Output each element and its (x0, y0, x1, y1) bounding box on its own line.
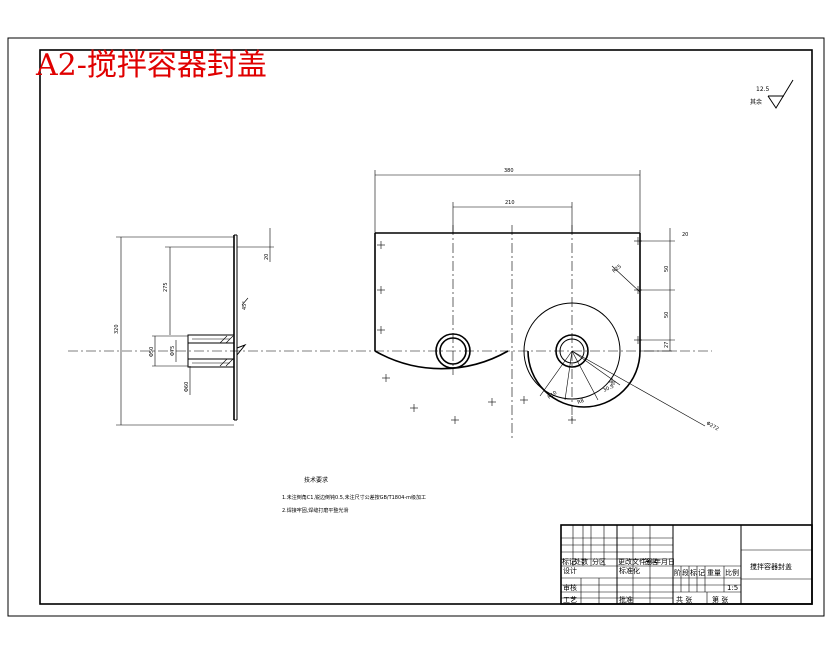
dim-big-dia: Φ272 (705, 421, 720, 433)
dim-left-top: 20 (264, 254, 270, 260)
roughness-symbol: 12.5 其余 (750, 79, 794, 109)
dim-arc-d: R25 (611, 264, 622, 275)
right-plan-view: 380 210 20 50 50 27 Φ272 R10 R8 30.5° R2… (374, 168, 720, 438)
tb-sheet-no: 第 张 (712, 595, 728, 604)
tb-stage-2: 标 (690, 568, 697, 577)
dim-right-b: 50 (664, 312, 670, 318)
left-section-view: 320 275 20 Φ50 Φ75 Φ60 45° (114, 228, 274, 426)
technical-notes: 技术要求 1.未注倒角C1,锐边倒钝0.5,未注尺寸公差按GB/T1804-m级… (282, 476, 426, 514)
notes-line-1: 1.未注倒角C1,锐边倒钝0.5,未注尺寸公差按GB/T1804-m级加工 (282, 494, 426, 501)
tb-stage-1: 段 (682, 568, 689, 577)
dim-arc-a: R10 (547, 390, 559, 401)
tb-material: 标准化 (619, 566, 640, 575)
tb-hdr-0: 标记 (562, 557, 576, 566)
sheet-title: A2-搅拌容器封盖 (35, 48, 267, 83)
tb-part-name: 搅拌容器封盖 (750, 562, 792, 571)
tb-process: 工艺 (563, 596, 577, 604)
dim-right-top: 20 (682, 232, 688, 238)
roughness-value: 12.5 (756, 86, 770, 93)
tb-stage-0: 阶 (674, 568, 681, 577)
dim-left-bore: Φ50 (149, 347, 155, 357)
tb-designer: 设计 (563, 566, 577, 575)
dim-left-thread: Φ60 (184, 382, 190, 392)
tb-weight: 重量 (707, 569, 721, 577)
dim-top-overall: 380 (504, 168, 514, 174)
tb-hdr-2: 分区 (592, 557, 606, 566)
dim-top-inner: 210 (505, 200, 515, 206)
dim-right-c: 27 (664, 342, 670, 348)
tb-approve: 批准 (619, 595, 633, 604)
tb-review: 审核 (563, 583, 577, 592)
tb-stage-3: 记 (698, 569, 705, 577)
dim-left-flange: Φ75 (170, 346, 176, 356)
notes-heading: 技术要求 (304, 476, 328, 484)
tb-hdr-5: 年月日 (654, 557, 675, 566)
tb-scale-label: 比例 (725, 568, 739, 577)
dim-arc-c: 30.5° (602, 382, 617, 393)
dim-left-mid: 275 (163, 282, 169, 292)
outer-frame (7, 37, 825, 617)
notes-line-2: 2.焊接牢固,焊缝打磨平整光滑 (282, 507, 348, 514)
tb-hdr-3: 更改文件号 (618, 557, 653, 566)
dim-right-a: 50 (664, 266, 670, 272)
tb-hdr-1: 处数 (574, 557, 588, 566)
tb-hdr-4: 签名 (644, 557, 658, 566)
title-block: 标记 处数 分区 更改文件号 签名 年月日 设计 标准化 审核 工艺 批准 阶 … (560, 524, 813, 605)
tb-scale-value: 1:5 (727, 584, 738, 592)
dim-arc-b: R8 (577, 398, 585, 406)
dim-angle: 45° (242, 301, 248, 310)
tb-sheets-total: 共 张 (676, 595, 692, 604)
inner-frame (39, 49, 813, 605)
roughness-label: 其余 (750, 98, 762, 106)
dim-left-height: 320 (114, 324, 120, 334)
